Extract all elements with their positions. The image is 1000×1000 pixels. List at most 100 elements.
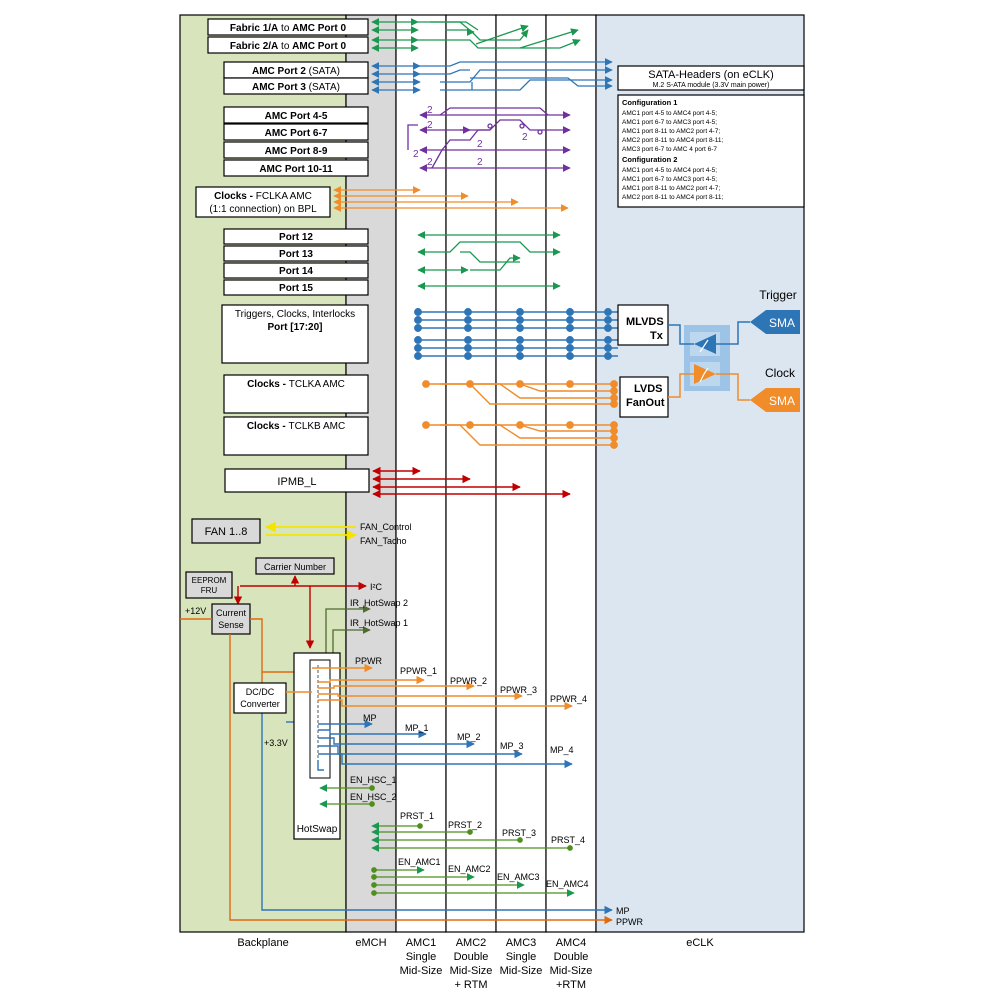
amc3-label-1: AMC3: [506, 937, 537, 949]
sata-subtitle: M.2 S-ATA module (3.3V main power): [653, 82, 770, 89]
hotswap-label: HotSwap: [297, 824, 338, 835]
ppwr-out-label: PPWR: [616, 917, 644, 927]
ipmb-label: IPMB_L: [277, 476, 316, 488]
hotswap-block: HotSwap: [293, 652, 341, 840]
clocks-tclkb-box: Clocks - TCLKB AMC: [223, 416, 369, 456]
amc-port89-label: AMC Port 8-9: [265, 146, 328, 157]
clocks-fclka-box: Clocks - FCLKA AMC (1:1 connection) on B…: [195, 186, 331, 218]
port14-label: Port 14: [279, 266, 313, 277]
current-sense-line1: Current: [216, 608, 247, 618]
bus-mark-4: 2: [427, 157, 433, 168]
svg-text:AMC Port 3 (SATA): AMC Port 3 (SATA): [252, 82, 340, 93]
mlvds-line1: MLVDS: [626, 316, 664, 328]
amc-port67-label: AMC Port 6-7: [265, 128, 328, 139]
prst1-label: PRST_1: [400, 811, 434, 821]
trigger-bus: [414, 308, 618, 360]
eeprom-box: EEPROM FRU: [185, 571, 233, 599]
mp-label: MP: [363, 713, 377, 723]
amc1-label-2: Single: [406, 951, 437, 963]
fabric1-bold: Fabric 1/A: [230, 23, 278, 34]
ppwr-label: PPWR: [355, 656, 383, 666]
clocks-tclka-box: Clocks - TCLKA AMC: [223, 374, 369, 414]
triggers-line2: Port [17:20]: [267, 322, 322, 333]
ppwr4-label: PPWR_4: [550, 694, 587, 704]
amc2-region: [445, 14, 497, 933]
config1-line-2: AMC1 port 6-7 to AMC3 port 4-5;: [622, 119, 717, 126]
en-hsc2-label: EN_HSC_2: [350, 792, 397, 802]
plus33v-label: +3.3V: [264, 738, 288, 748]
sata-config-box: Configuration 1 AMC1 port 4-5 to AMC4 po…: [617, 94, 805, 208]
sata-header-box: SATA-Headers (on eCLK) M.2 S-ATA module …: [617, 65, 805, 91]
carrier-number-box: Carrier Number: [255, 557, 335, 575]
en-amc2-label: EN_AMC2: [448, 864, 491, 874]
backplane-label: Backplane: [237, 937, 288, 949]
mp2-label: MP_2: [457, 732, 481, 742]
tclk-lines: [422, 380, 618, 449]
en-amc3-label: EN_AMC3: [497, 872, 540, 882]
eclk-label: eCLK: [686, 937, 714, 949]
lvds-line2: FanOut: [626, 397, 665, 409]
config2-line-2: AMC1 port 6-7 to AMC3 port 4-5;: [622, 176, 717, 183]
en-hsc-lines: [319, 784, 375, 808]
amc-port89-box: AMC Port 8-9: [223, 141, 369, 159]
tclkb-bold: Clocks -: [247, 421, 289, 432]
amc3-label-2: Single: [506, 951, 537, 963]
en-hsc1-label: EN_HSC_1: [350, 775, 397, 785]
amc-port3-bold: AMC Port 3: [252, 82, 306, 93]
amc4-label-1: AMC4: [556, 937, 587, 949]
mp1-label: MP_1: [405, 723, 429, 733]
fabric-lines: [371, 18, 581, 52]
sata-title: SATA-Headers (on eCLK): [648, 69, 774, 81]
emch-label: eMCH: [355, 937, 386, 949]
lvds-line1: LVDS: [634, 383, 663, 395]
svg-text:AMC Port 2 (SATA): AMC Port 2 (SATA): [252, 66, 340, 77]
fabric1-box: Fabric 1/A to AMC Port 0: [207, 18, 369, 36]
config2-line-4: AMC2 port 8-11 to AMC4 port 8-11;: [622, 194, 723, 201]
fan-lines: [264, 521, 358, 541]
amc4-label-4: +RTM: [556, 979, 586, 991]
fan-control-label: FAN_Control: [360, 522, 412, 532]
i2c-label: I²C: [370, 582, 382, 592]
amc-port67-box: AMC Port 6-7: [223, 123, 369, 141]
amc2-label-3: Mid-Size: [450, 965, 493, 977]
amc4-label-2: Double: [554, 951, 589, 963]
tclkb-normal: TCLKB AMC: [289, 421, 346, 432]
prst4-label: PRST_4: [551, 835, 585, 845]
sata-lines: [371, 58, 613, 94]
en-amc-lines: [371, 866, 575, 897]
config1-title: Configuration 1: [622, 98, 677, 107]
port15-box: Port 15: [223, 279, 369, 296]
sma-trigger-label: SMA: [769, 316, 795, 330]
bus-width-marks: 2 2 2 2 2 2 2: [413, 105, 528, 168]
port12-box: Port 12: [223, 228, 369, 245]
amc2-label-1: AMC2: [456, 937, 487, 949]
amc-port1011-label: AMC Port 10-11: [259, 164, 333, 175]
ir-hotswap1-label: IR_HotSwap 1: [350, 618, 408, 628]
bus-mark-7: 2: [522, 132, 528, 143]
clock-label: Clock: [765, 366, 796, 380]
config1-line-3: AMC1 port 8-11 to AMC2 port 4-7;: [622, 128, 720, 135]
lvds-block: LVDS FanOut: [619, 376, 669, 418]
port13-box: Port 13: [223, 245, 369, 262]
port15-label: Port 15: [279, 283, 313, 294]
amc-port1011-box: AMC Port 10-11: [223, 159, 369, 177]
svg-text:Fabric 2/A to AMC Port 0: Fabric 2/A to AMC Port 0: [230, 41, 347, 52]
eeprom-line1: EEPROM: [192, 576, 227, 585]
bus-mark-5: 2: [477, 139, 483, 150]
mlvds-line2: Tx: [650, 330, 664, 342]
mp-lines: [317, 719, 573, 771]
ipmb-lines: [372, 466, 571, 499]
ppwr3-label: PPWR_3: [500, 685, 537, 695]
amc4-label-3: Mid-Size: [550, 965, 593, 977]
en-amc4-label: EN_AMC4: [546, 879, 589, 889]
bus-mark-6: 2: [477, 157, 483, 168]
fan-box: FAN 1..8: [191, 518, 261, 544]
buffer-block: [684, 325, 730, 391]
prst2-label: PRST_2: [448, 820, 482, 830]
port13-label: Port 13: [279, 249, 313, 260]
ir-hotswap2-label: IR_HotSwap 2: [350, 598, 408, 608]
plus12v-label: +12V: [185, 606, 206, 616]
prst-lines: [371, 822, 573, 852]
config2-line-1: AMC1 port 4-5 to AMC4 port 4-5;: [622, 167, 717, 174]
